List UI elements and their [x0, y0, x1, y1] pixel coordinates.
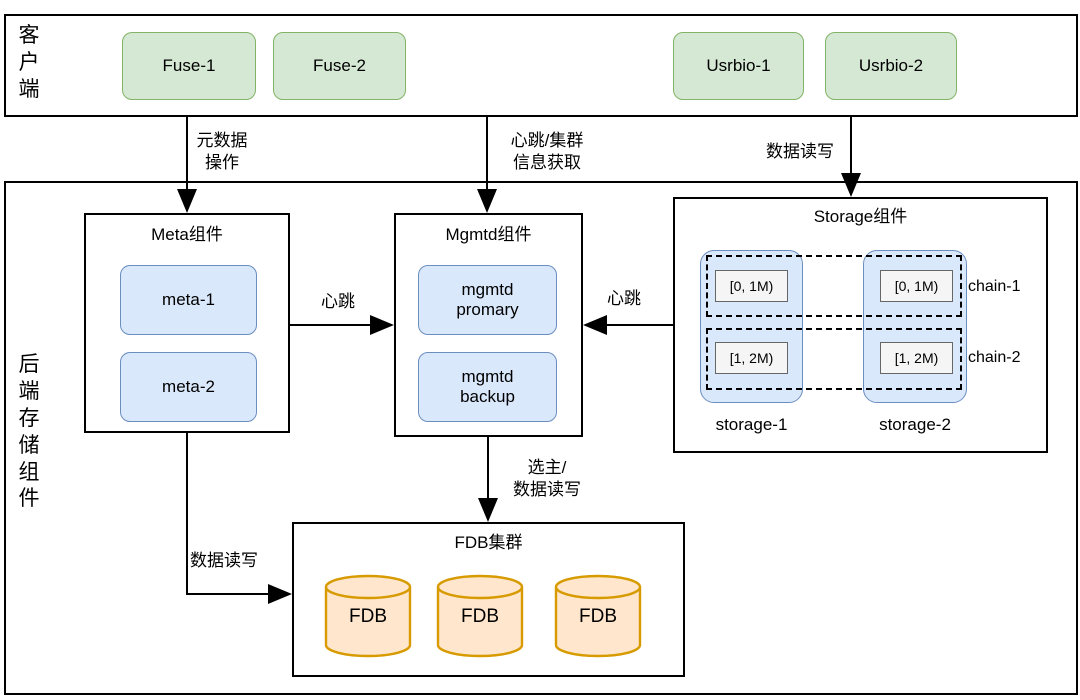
node-meta-2-label: meta-2 [162, 376, 215, 396]
target-s2-chain2: [1, 2M) [880, 342, 953, 374]
chain-1-group [706, 255, 962, 317]
chain-1-label: chain-1 [968, 278, 1021, 295]
edge-label-elect-line2: 数据读写 [513, 479, 581, 499]
storage-component-title: Storage组件 [813, 207, 908, 226]
chain-2-label: chain-2 [968, 349, 1021, 366]
database-cylinder-icon [436, 574, 524, 658]
edge-label-heartbeat-meta: 心跳 [321, 292, 355, 311]
fdb-1-label: FDB [349, 606, 387, 627]
edge-label-data-rw-client: 数据读写 [766, 142, 834, 161]
node-usrbio-1-label: Usrbio-1 [706, 55, 771, 75]
node-fuse-2: Fuse-2 [273, 32, 406, 100]
target-s1-chain1: [0, 1M) [715, 270, 788, 302]
mgmtd-backup-line1: mgmtd [461, 366, 514, 386]
node-meta-2: meta-2 [120, 352, 257, 422]
edge-label-heartbeat-cluster-line1: 心跳/集群 [510, 131, 584, 150]
fdb-3-label: FDB [579, 606, 617, 627]
edge-label-heartbeat-cluster: 心跳/集群 信息获取 [498, 130, 596, 174]
client-band-label: 客户端 [18, 24, 40, 101]
edge-label-elect-line1: 选主/ [527, 458, 567, 477]
target-s1-chain1-label: [0, 1M) [729, 278, 774, 294]
node-mgmtd-backup-label: mgmtd backup [460, 367, 515, 408]
edge-label-heartbeat-cluster-line2: 信息获取 [513, 152, 581, 172]
database-cylinder-icon [554, 574, 642, 658]
edge-label-metadata-op-line2: 操作 [205, 152, 239, 172]
mgmtd-backup-line2: backup [460, 387, 515, 406]
storage-server-2-label: storage-2 [879, 415, 951, 434]
node-meta-1: meta-1 [120, 265, 257, 335]
node-mgmtd-backup: mgmtd backup [418, 352, 557, 422]
node-meta-1-label: meta-1 [162, 289, 215, 309]
node-fuse-1: Fuse-1 [122, 32, 256, 100]
node-usrbio-2: Usrbio-2 [825, 32, 957, 100]
mgmtd-component-title: Mgmtd组件 [445, 225, 532, 244]
backend-band-label: 后端存储组件 [18, 353, 40, 511]
node-usrbio-2-label: Usrbio-2 [858, 55, 924, 75]
node-mgmtd-primary: mgmtd promary [418, 265, 557, 335]
fdb-2-label: FDB [461, 606, 499, 627]
fdb-cylinder-3: FDB [554, 574, 642, 659]
chain-2-group [706, 328, 962, 390]
edge-label-metadata-op: 元数据 操作 [187, 130, 257, 174]
fdb-cluster-title: FDB集群 [454, 533, 523, 552]
target-s1-chain2-label: [1, 2M) [729, 350, 774, 366]
fdb-cylinder-1: FDB [324, 574, 412, 659]
edge-label-elect-data-rw: 选主/ 数据读写 [503, 457, 591, 501]
edge-label-heartbeat-storage: 心跳 [607, 289, 641, 308]
mgmtd-primary-line2: promary [456, 300, 519, 319]
database-cylinder-icon [324, 574, 412, 658]
meta-component-title: Meta组件 [151, 225, 223, 244]
target-s1-chain2: [1, 2M) [715, 342, 788, 374]
node-mgmtd-primary-label: mgmtd promary [456, 280, 518, 321]
node-usrbio-1: Usrbio-1 [673, 32, 804, 100]
edge-label-data-rw-meta-fdb: 数据读写 [190, 551, 258, 570]
target-s2-chain1: [0, 1M) [880, 270, 953, 302]
edge-label-metadata-op-line1: 元数据 [196, 131, 248, 150]
fdb-cylinder-2: FDB [436, 574, 524, 659]
mgmtd-primary-line1: mgmtd [461, 279, 514, 299]
node-fuse-2-label: Fuse-2 [313, 55, 366, 75]
target-s2-chain2-label: [1, 2M) [894, 350, 939, 366]
target-s2-chain1-label: [0, 1M) [894, 278, 939, 294]
storage-server-1-label: storage-1 [715, 415, 788, 434]
node-fuse-1-label: Fuse-1 [162, 55, 216, 75]
